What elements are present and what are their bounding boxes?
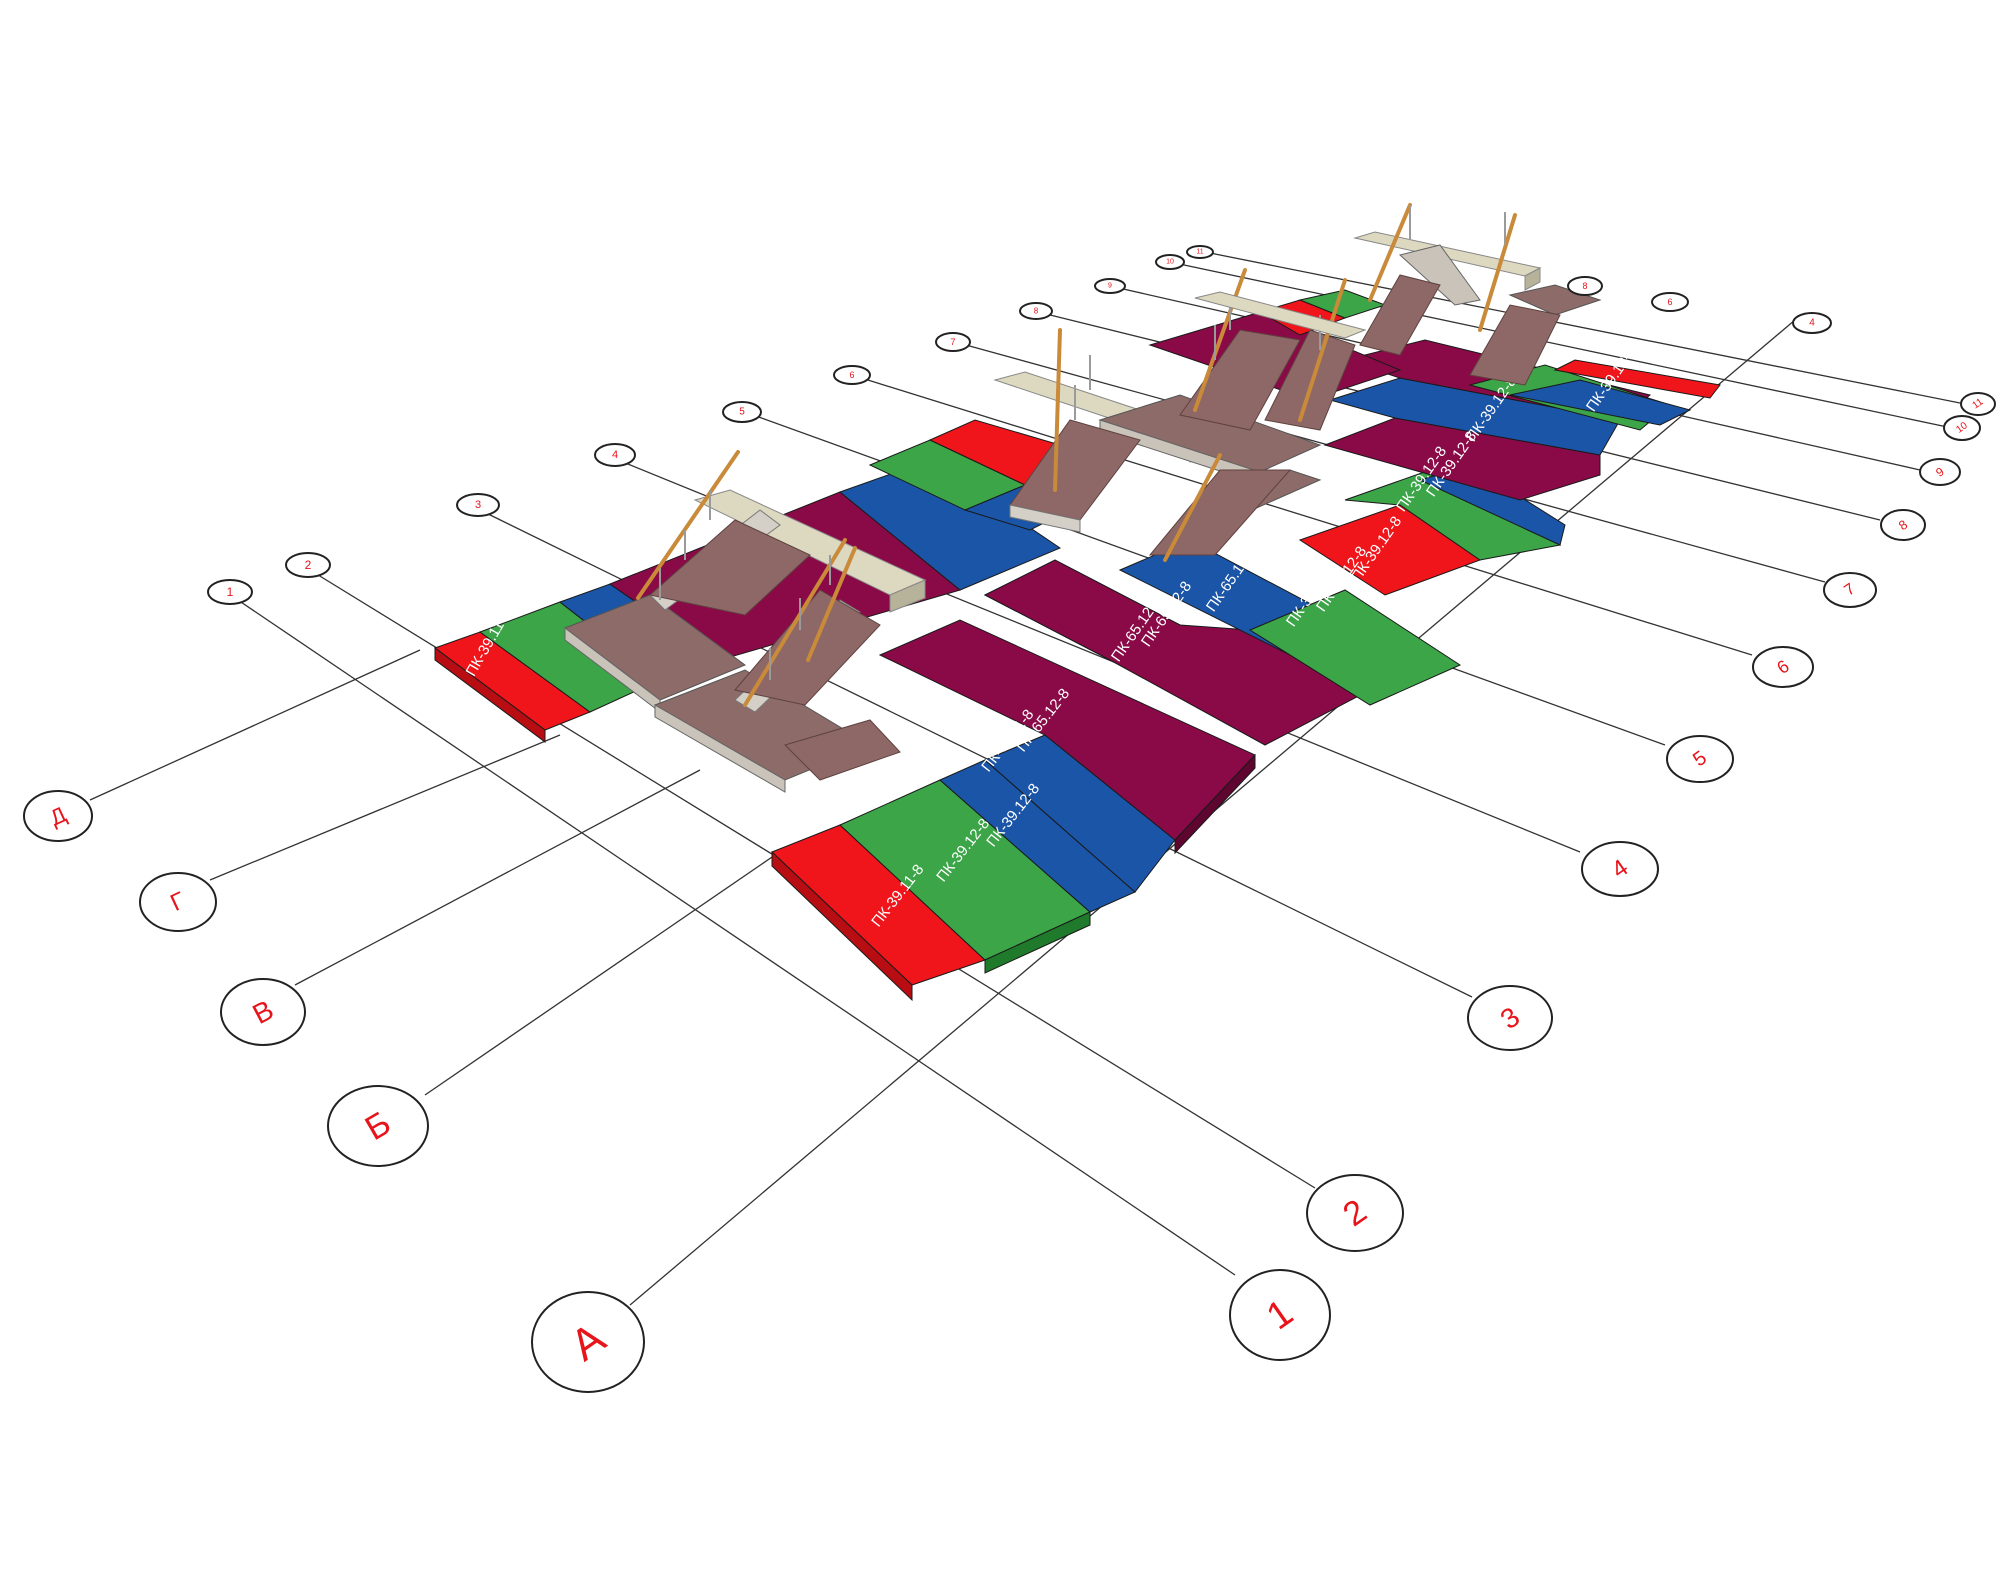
- axis-bubble-3-far: 3: [456, 493, 500, 517]
- axis-bubble-11-near: 11: [1960, 392, 1996, 416]
- stair-3-beam-side: [1524, 267, 1541, 291]
- stair-2-flight-a-side: [1009, 504, 1081, 533]
- axis-bubble-9-near: 9: [1919, 458, 1961, 486]
- axis-bubble-1-far: 1: [207, 579, 253, 605]
- stair-1-flight-c: [784, 719, 901, 781]
- axis-label-6-far: 6: [849, 370, 854, 380]
- slab-left-red-side: [434, 647, 546, 743]
- axis-bubble-8-near: 8: [1880, 509, 1926, 541]
- stair-1-beam-side: [889, 579, 926, 613]
- axis-label-1-far: 1: [227, 585, 234, 599]
- slab-mid-green: [1248, 589, 1462, 706]
- axis-bubble-7-far: 7: [935, 332, 971, 352]
- axis-label-9-far: 9: [1108, 283, 1112, 290]
- axis-bubble-d: Д: [23, 790, 93, 842]
- stair-1-flight-b: [734, 589, 881, 706]
- axis-label-6-right: 6: [1667, 297, 1672, 307]
- axis-line-11: [1204, 251, 1971, 406]
- axis-bubble-3-near: 3: [1467, 985, 1553, 1051]
- axis-line-v: [294, 769, 701, 986]
- axis-bubble-2-near: 2: [1306, 1174, 1404, 1252]
- stair-2-flight-c: [1179, 329, 1301, 431]
- stair-2-beam-upper: [1194, 291, 1367, 339]
- axis-line-6: [854, 375, 1753, 656]
- stair-3-flight-a: [1359, 274, 1441, 356]
- axis-bubble-6-far: 6: [833, 365, 871, 385]
- axis-label-2-far: 2: [305, 558, 312, 572]
- stair-1-flight-a: [648, 519, 811, 616]
- stair-3-handrail-b: [1478, 213, 1517, 332]
- stair-2-handrail-d: [1298, 278, 1347, 422]
- axis-bubble-2-far: 2: [285, 552, 331, 578]
- axis-label-7-far: 7: [950, 337, 955, 347]
- stair-2-handrail-a: [1053, 328, 1062, 492]
- slab-far-red: [1553, 359, 1721, 399]
- axis-bubble-8-far: 8: [1019, 302, 1053, 320]
- stair-2-flight-d: [1264, 329, 1356, 431]
- axis-bubble-v: В: [220, 978, 306, 1046]
- axis-bubble-b: Б: [327, 1085, 429, 1167]
- stair-3-flight-b: [1469, 304, 1561, 386]
- axis-label-4-right: 4: [1809, 318, 1815, 329]
- stair-1-landing-mid-side: [654, 704, 786, 793]
- slab-front-red-side: [771, 850, 913, 1002]
- slab-back-purple: [1323, 417, 1601, 501]
- axis-line-b: [424, 854, 776, 1096]
- axis-bubble-9-far: 9: [1094, 278, 1126, 294]
- axis-label-8-right: 8: [1582, 281, 1587, 291]
- axis-bubble-4-far: 4: [594, 443, 636, 467]
- stair-1-handrail-c: [806, 546, 857, 662]
- axis-bubble-1-near: 1: [1229, 1269, 1331, 1361]
- axis-bubble-7-near: 7: [1823, 572, 1877, 608]
- stair-2-handrail-c: [1193, 268, 1247, 412]
- axis-bubble-5-far: 5: [722, 401, 762, 423]
- stair-1-handrail-a: [636, 450, 740, 600]
- stair-2-handrail-b: [1163, 453, 1222, 562]
- slab-far-blue: [1509, 379, 1692, 426]
- axis-bubble-4-near: 4: [1581, 841, 1659, 897]
- slab-mid-green-2: [1344, 469, 1562, 561]
- axis-bubbles: А Б В Г Д 1 2 3: [23, 245, 1996, 1393]
- axis-bubble-10-far: 10: [1155, 254, 1185, 270]
- axis-bubble-4-right: 4: [1792, 312, 1832, 334]
- axis-line-g: [209, 734, 561, 881]
- axis-label-3-far: 3: [475, 499, 481, 511]
- staircase-1: [563, 450, 927, 793]
- staircase-2: [993, 268, 1367, 562]
- axis-line-1: [234, 597, 1236, 1276]
- axis-bubble-10-near: 10: [1943, 415, 1981, 441]
- axis-label-11-far: 11: [1196, 249, 1203, 256]
- axis-label-4-far: 4: [612, 449, 618, 461]
- axis-label-5-far: 5: [739, 407, 745, 418]
- axis-bubble-8-right: 8: [1567, 276, 1603, 296]
- slab-back-blue: [1328, 377, 1621, 456]
- stair-2-flight-b: [1148, 469, 1292, 556]
- axis-label-8-far: 8: [1034, 307, 1039, 316]
- axis-bubble-6-right: 6: [1651, 292, 1689, 312]
- slab-front-purple-side: [1174, 753, 1256, 855]
- axis-line-10: [1169, 261, 1953, 429]
- stair-3-handrail-a: [1368, 203, 1412, 302]
- axis-bubble-5-near: 5: [1666, 735, 1734, 783]
- axis-bubble-a: А: [531, 1291, 645, 1393]
- axis-line-d: [89, 649, 421, 801]
- axis-bubble-11-far: 11: [1186, 245, 1214, 259]
- axis-label-10-far: 10: [1166, 259, 1174, 266]
- axis-bubble-g: Г: [139, 872, 217, 932]
- stair-1-handrail-b: [743, 538, 847, 707]
- slab-front-green-side: [984, 911, 1091, 974]
- axis-bubble-6-near: 6: [1752, 646, 1814, 688]
